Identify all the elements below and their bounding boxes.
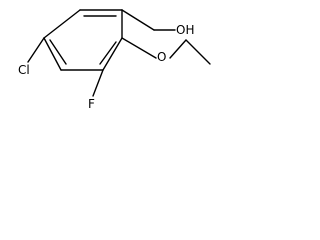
o-ch2-bond bbox=[169, 39, 187, 59]
ring-bond bbox=[102, 37, 123, 71]
hydroxyl-label: OH bbox=[176, 23, 195, 37]
ch2-bond bbox=[121, 9, 155, 31]
ring-bond bbox=[43, 37, 62, 71]
ch2-ch3-bond bbox=[185, 39, 211, 65]
ring-bond bbox=[43, 9, 81, 39]
ether-oxygen-label: O bbox=[157, 50, 167, 64]
c-cl-bond bbox=[27, 37, 45, 63]
structure-bonds bbox=[27, 9, 211, 97]
ring-double-bond bbox=[99, 41, 117, 65]
c-o-bond bbox=[121, 37, 157, 59]
c-f-bond bbox=[92, 69, 104, 97]
chemical-structure-diagram: OH O Cl F bbox=[0, 0, 226, 132]
chlorine-label: Cl bbox=[18, 63, 30, 77]
fluorine-label: F bbox=[88, 97, 95, 111]
ring-double-bond bbox=[49, 39, 67, 65]
